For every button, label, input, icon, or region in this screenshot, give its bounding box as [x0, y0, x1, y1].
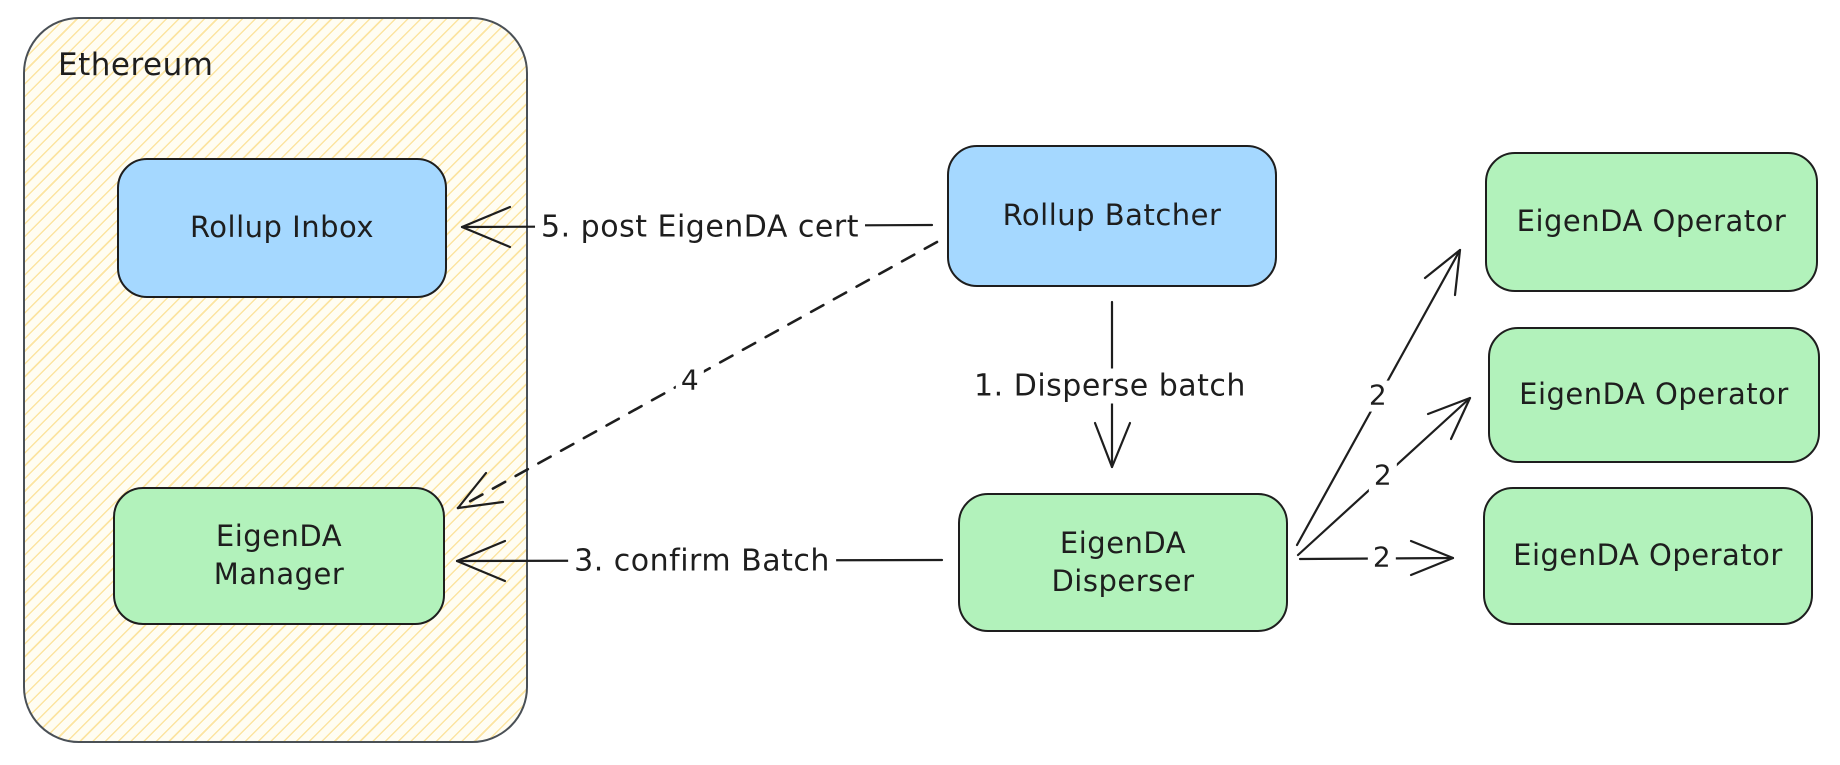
node-rollup-inbox: Rollup Inbox [117, 158, 447, 298]
node-eigenda-disperser-label: EigenDA Disperser [1051, 525, 1195, 598]
edge-label-confirm-batch: 3. confirm Batch [568, 543, 836, 579]
node-eigenda-manager: EigenDA Manager [113, 487, 445, 625]
node-eigenda-manager-label: EigenDA Manager [213, 519, 345, 591]
edge-label-chunks-1: 2 [1363, 380, 1393, 412]
node-eigenda-operator-3-label: EigenDA Operator [1513, 538, 1783, 573]
node-eigenda-operator-1-label: EigenDA Operator [1516, 204, 1787, 239]
ethereum-container [23, 17, 528, 743]
edge-label-disperse-batch: 1. Disperse batch [968, 368, 1252, 404]
node-rollup-batcher: Rollup Batcher [947, 145, 1277, 287]
edge-label-store-cert: 4 [675, 365, 705, 397]
edge-label-chunks-3: 2 [1367, 542, 1397, 574]
ethereum-label: Ethereum [58, 47, 214, 83]
edge-label-chunks-2: 2 [1368, 460, 1398, 492]
node-eigenda-operator-1: EigenDA Operator [1485, 152, 1818, 292]
node-eigenda-operator-3: EigenDA Operator [1483, 487, 1813, 625]
node-eigenda-disperser: EigenDA Disperser [958, 493, 1288, 632]
node-eigenda-operator-2-label: EigenDA Operator [1519, 377, 1789, 412]
node-rollup-inbox-label: Rollup Inbox [189, 210, 375, 245]
edge-label-post-cert: 5. post EigenDA cert [535, 209, 865, 245]
node-rollup-batcher-label: Rollup Batcher [1002, 198, 1222, 233]
node-eigenda-operator-2: EigenDA Operator [1488, 327, 1820, 463]
